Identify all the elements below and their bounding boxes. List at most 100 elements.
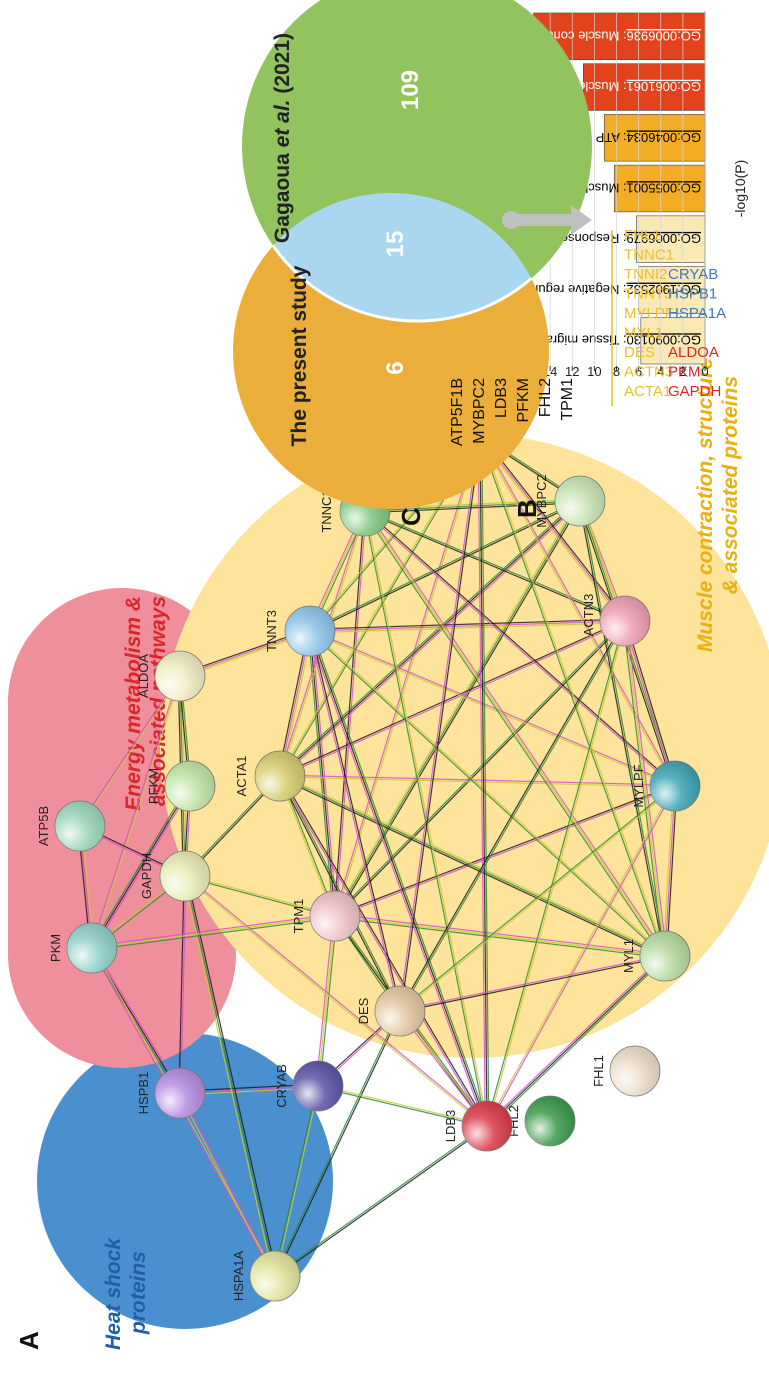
network-edge <box>90 675 180 948</box>
panel-a-label: A <box>14 1331 44 1350</box>
protein-node-gloss <box>155 651 205 701</box>
network-edge <box>310 622 626 634</box>
protein-node-gloss <box>555 476 605 526</box>
protein-node-fhl2: FHL2 <box>506 1095 576 1147</box>
venn-overlap-gene: MYLPF <box>624 305 674 322</box>
network-edge <box>333 619 625 916</box>
protein-node-pfkm: PFKM <box>146 760 216 812</box>
network-edge <box>478 436 625 623</box>
protein-label: MYLPF <box>631 764 646 807</box>
venn-overlap-gene: TNNI2 <box>624 266 667 283</box>
go-term-id: GO:0006979 <box>627 231 701 246</box>
venn-left-gene: ATP5F1B <box>449 378 466 446</box>
venn-overlap-gene: CRYAB <box>668 266 718 283</box>
network-edge <box>666 786 678 957</box>
go-term-name: : <box>619 181 626 196</box>
network-edge <box>332 499 579 916</box>
network-edge <box>311 630 338 916</box>
protein-node-gapdh: GAPDH <box>139 850 211 902</box>
axis-tick-label: 2 <box>679 364 686 379</box>
protein-label: PFKM <box>146 768 161 804</box>
network-edge <box>184 875 276 1277</box>
protein-node-gloss <box>525 1096 575 1146</box>
go-term-name: : <box>619 28 626 43</box>
network-edge <box>365 509 667 956</box>
network-edge <box>622 621 664 957</box>
protein-label: MYL1 <box>621 939 636 973</box>
network-edge <box>365 502 581 514</box>
network-edge <box>478 436 665 957</box>
network-edge <box>309 631 675 788</box>
network-edge <box>309 620 626 632</box>
protein-node-gloss <box>67 923 117 973</box>
network-edge <box>334 500 581 917</box>
network-edge <box>307 631 486 1127</box>
network-edge <box>317 1086 487 1128</box>
venn-left-gene: LDB3 <box>493 378 510 418</box>
network-edge <box>365 510 489 1126</box>
network-edge <box>626 620 668 956</box>
chart-xlabel: -log10(P) <box>732 160 748 218</box>
protein-node-acta1: ACTA1 <box>234 750 306 802</box>
network-edge <box>278 499 580 776</box>
venn-overlap-gene: PKM <box>668 364 701 381</box>
network-edge <box>479 435 488 1127</box>
network-edge <box>578 501 665 957</box>
protein-node-des: DES <box>356 985 426 1037</box>
network-edge <box>310 630 402 1011</box>
venn-left-gene: FHL2 <box>537 378 554 417</box>
network-edge <box>363 511 487 1127</box>
protein-label: FHL1 <box>591 1055 606 1087</box>
protein-node-gloss <box>160 851 210 901</box>
venn-overlap-gene: GAPDH <box>668 383 721 400</box>
network-edge <box>310 501 581 633</box>
network-edge <box>335 786 676 918</box>
venn-overlap-gene: HSPB1 <box>668 286 717 303</box>
network-edge <box>335 621 627 918</box>
network-edge <box>178 1093 275 1277</box>
network-edge <box>315 915 334 1086</box>
network-edge <box>623 621 675 787</box>
network-edge <box>311 630 490 1126</box>
network-edge <box>92 676 182 949</box>
protein-node-hspb1: HSPB1 <box>136 1067 206 1119</box>
venn-right-count: 109 <box>397 70 424 110</box>
network-edge <box>184 876 487 1128</box>
network-edge <box>89 784 189 948</box>
go-term-name: : <box>619 282 626 297</box>
protein-node-actn3: ACTN3 <box>581 594 651 647</box>
network-edge <box>185 874 488 1126</box>
protein-node-tpm1: TPM1 <box>291 890 361 942</box>
axis-tick-label: 4 <box>657 364 664 379</box>
network-edge <box>485 620 625 1126</box>
network-edge <box>274 1124 487 1276</box>
protein-label: ALDOA <box>136 654 151 698</box>
go-term-name: : <box>619 231 626 246</box>
network-edge <box>480 434 627 621</box>
go-term-id: GO:1902532 <box>627 282 701 297</box>
protein-node-gloss <box>600 596 650 646</box>
protein-label: ACTA1 <box>234 756 249 797</box>
network-edge <box>485 785 675 1126</box>
venn-left-count: 6 <box>382 361 409 374</box>
venn-overlap-gene: FHL1 <box>624 227 661 244</box>
heat-shock-title: Heat shockproteins <box>102 1237 150 1350</box>
network-edge <box>334 784 675 916</box>
network-edge <box>319 916 338 1087</box>
protein-label: ATP5B <box>36 806 51 846</box>
protein-node-gloss <box>610 1046 660 1096</box>
network-edge <box>80 676 182 827</box>
network-edge <box>309 630 336 917</box>
venn-pointer <box>502 205 613 406</box>
network-edge <box>486 955 666 1127</box>
network-edge <box>184 876 335 918</box>
panel-b-label: B <box>512 499 542 518</box>
network-edge <box>318 1084 488 1126</box>
network-edge <box>308 631 400 1012</box>
venn-overlap-gene: ACTN3 <box>624 364 673 381</box>
protein-node-tnnt3: TNNT3 <box>264 605 336 657</box>
protein-node-gloss <box>375 986 425 1036</box>
protein-node-gloss <box>293 1061 343 1111</box>
